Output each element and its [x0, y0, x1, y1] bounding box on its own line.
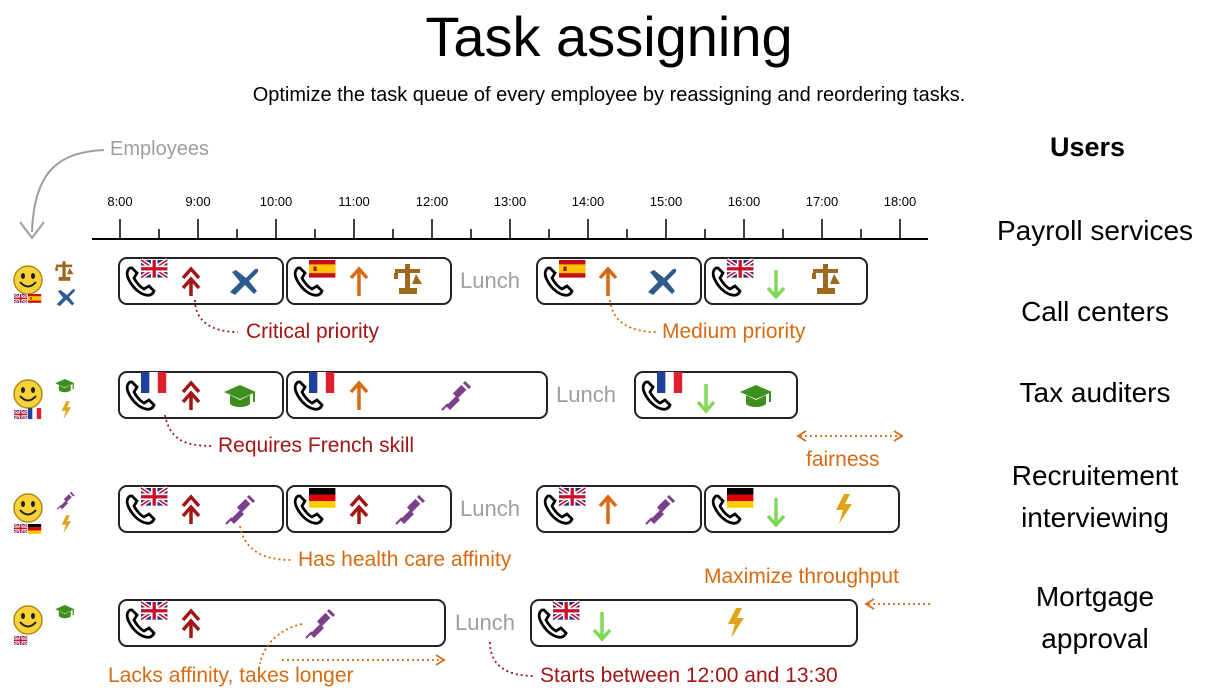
user-payroll-services: Payroll services: [996, 215, 1194, 246]
tick-label: 10:00: [259, 194, 293, 209]
tick-label: 16:00: [727, 194, 761, 209]
employees-label: Employees: [110, 138, 209, 160]
tick-label: 13:00: [493, 194, 527, 209]
page-subtitle: Optimize the task queue of every employe…: [252, 84, 966, 106]
page-title: Task assigning: [425, 5, 793, 68]
tick-label: 11:00: [338, 194, 370, 209]
tick-label: 9:00: [185, 194, 211, 209]
lunch-label: Lunch: [455, 610, 515, 635]
lunch-label: Lunch: [460, 268, 520, 293]
annotation-critical-priority: Critical priority: [246, 320, 380, 343]
tick-label: 18:00: [883, 194, 917, 209]
annotation-maximize-throughput: Maximize throughput: [704, 565, 899, 588]
tick-label: 17:00: [805, 194, 839, 209]
annotation-fairness: fairness: [806, 448, 880, 471]
annotation-medium-priority: Medium priority: [662, 320, 806, 343]
tick-label: 15:00: [649, 194, 683, 209]
annotation-lacks-affinity: Lacks affinity, takes longer: [108, 664, 354, 687]
tick-label: 14:00: [571, 194, 605, 209]
annotation-requires-french: Requires French skill: [218, 434, 415, 457]
task-card[interactable]: [530, 599, 858, 647]
tick-label: 12:00: [415, 194, 449, 209]
task-card[interactable]: [118, 599, 446, 647]
annotation-health-care-affinity: Has health care affinity: [298, 548, 512, 571]
lunch-label: Lunch: [556, 382, 616, 407]
user-mortgage-approval: Mortgage approval: [1035, 581, 1155, 654]
users-title: Users: [1050, 132, 1126, 162]
tick-label: 8:00: [107, 194, 133, 209]
lunch-label: Lunch: [460, 496, 520, 521]
user-call-centers: Call centers: [1021, 296, 1169, 327]
annotation-starts-between: Starts between 12:00 and 13:30: [540, 664, 838, 687]
user-tax-auditers: Tax auditers: [1019, 377, 1171, 408]
user-recruitement-interviewing: Recruitement interviewing: [1011, 460, 1179, 533]
